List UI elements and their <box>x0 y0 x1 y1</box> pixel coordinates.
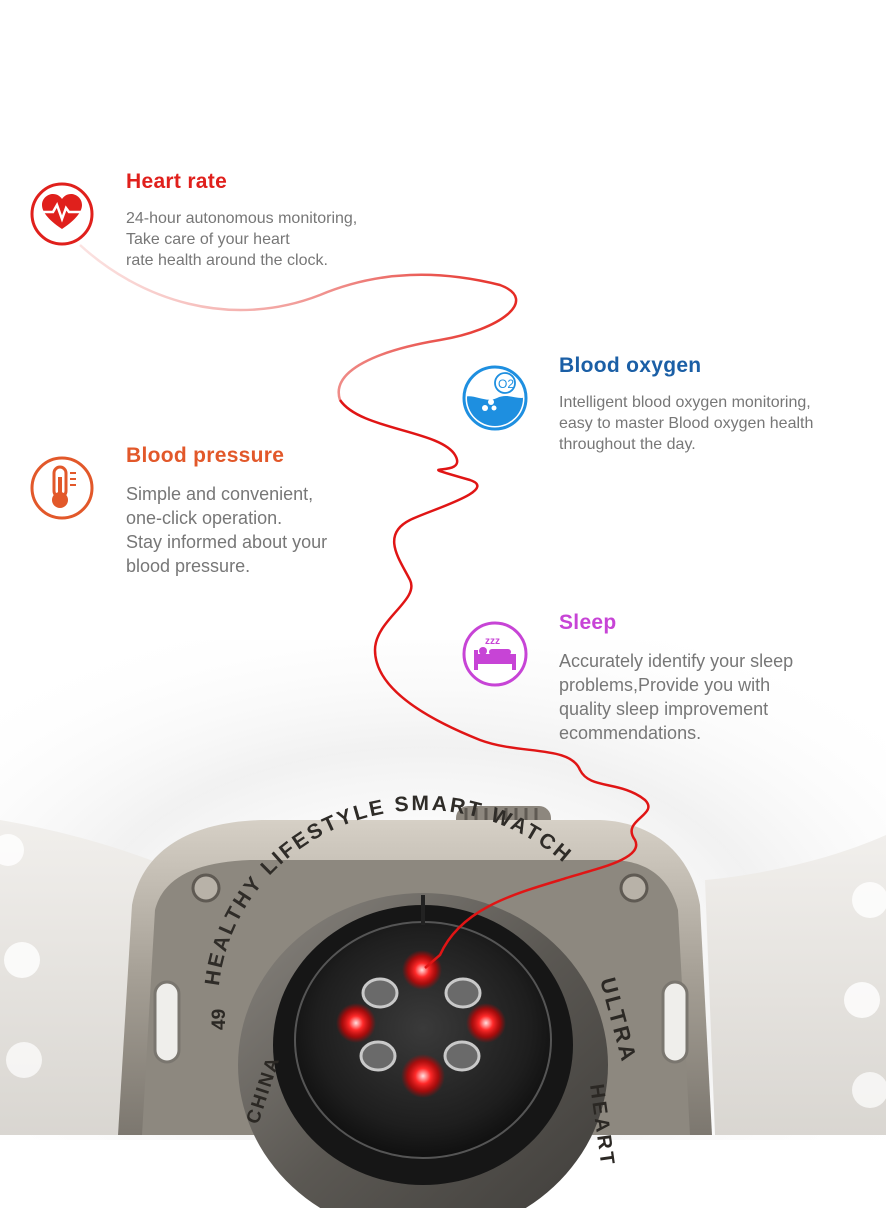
oxygen-symbol: O2 <box>498 377 514 391</box>
heart-pulse-icon <box>30 182 94 246</box>
side-button-right <box>661 980 689 1064</box>
oxygen-drop-icon: O2 <box>462 365 528 431</box>
thermometer-icon <box>30 456 94 520</box>
side-button-left <box>153 980 181 1064</box>
sleep-title: Sleep <box>559 611 617 634</box>
blood-oxygen-description: Intelligent blood oxygen monitoring, eas… <box>559 394 814 453</box>
blood-oxygen-title: Blood oxygen <box>559 354 702 377</box>
blood-pressure-description: Simple and convenient, one-click operati… <box>126 484 328 576</box>
size-label: 49 <box>209 1009 230 1030</box>
sleep-zzz: zzz <box>485 636 500 647</box>
screw-left <box>191 873 221 903</box>
sleep-icon-badge: zzz <box>461 620 529 693</box>
pulse-line <box>338 399 650 969</box>
blood-oxygen-icon-badge: O2 <box>461 364 529 437</box>
blood-oxygen-section: Blood oxygen Intelligent blood oxygen mo… <box>559 354 813 455</box>
heart-rate-title: Heart rate <box>126 170 228 193</box>
heart-rate-description: 24-hour autonomous monitoring, Take care… <box>126 210 358 269</box>
blood-pressure-icon-badge <box>29 455 95 526</box>
heart-rate-section: Heart rate 24-hour autonomous monitoring… <box>126 170 357 271</box>
sleep-bed-icon: zzz <box>462 621 528 687</box>
red-led-sensors <box>336 950 506 1098</box>
sleep-section: Sleep Accurately identify your sleep pro… <box>559 611 793 745</box>
blood-pressure-section: Blood pressure Simple and convenient, on… <box>126 444 327 578</box>
blood-pressure-title: Blood pressure <box>126 444 285 467</box>
sleep-description: Accurately identify your sleep problems,… <box>559 651 794 743</box>
heart-rate-icon-badge <box>29 181 95 252</box>
pulse-line-faded <box>79 244 518 401</box>
screw-right <box>619 873 649 903</box>
grey-sensors <box>359 977 482 1072</box>
right-band <box>705 835 886 1135</box>
